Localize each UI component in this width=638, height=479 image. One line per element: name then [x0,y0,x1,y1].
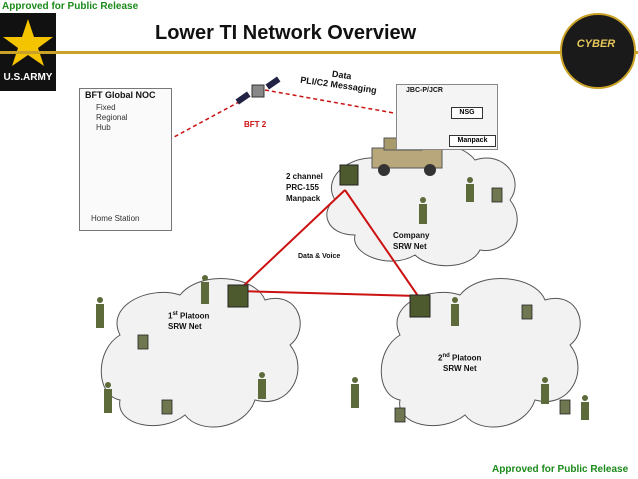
soldier-icon [541,377,549,404]
soldier-icon [466,177,474,202]
soldier-icon [581,395,589,420]
army-logo-text: U.S.ARMY [3,72,53,83]
handheld-radio-icon [137,334,149,350]
platoon1-cloud [100,278,301,428]
platoon2-net-label-line2: SRW Net [443,364,477,373]
platoon1-suffix: st [172,311,178,317]
handheld-radio-icon [394,407,406,423]
company-net-line2: SRW Net [393,242,427,251]
satellite-icon [235,76,281,105]
release-banner-bottom: Approved for Public Release [492,464,629,475]
slide-title: Lower TI Network Overview [155,22,417,44]
soldier-icon [201,275,209,304]
fixed-hub-line3: Hub [96,123,111,132]
title-divider [0,51,638,54]
soldier-icon [351,377,359,408]
platoon1-net-label-line2: SRW Net [168,322,202,331]
seal-text: CYBER [576,38,616,50]
company-manpack-radio-icon [339,164,359,186]
soldier-icon [96,297,104,328]
handheld-radio-icon [559,399,571,415]
platoon1-manpack-radio-icon [227,284,249,308]
handheld-radio-icon [521,304,533,320]
radio-label-line3: Manpack [286,194,321,203]
nsg-label: NSG [451,107,483,119]
data-voice-links [237,189,419,297]
soldier-icon [104,382,112,413]
platoon1-net-label-line1: 1st Platoon [168,311,209,321]
soldier-icon [451,297,459,326]
army-star-icon [3,19,53,66]
release-banner-top: Approved for Public Release [2,1,139,12]
data-voice-label: Data & Voice [298,253,341,260]
fixed-hub-line1: Fixed [96,103,116,112]
platoon2-net-label-line1: 2nd Platoon [438,353,481,363]
manpack-label: Manpack [449,135,496,147]
platoon2-word: Platoon [449,353,482,363]
bft2-label: BFT 2 [244,120,267,129]
noc-title: BFT Global NOC [85,90,156,100]
platoon2-suffix: nd [442,353,450,359]
handheld-radios [137,187,571,423]
soldier-icon [258,372,266,399]
company-net-line1: Company [393,231,430,240]
handheld-radio-icon [491,187,503,203]
platoon1-word: Platoon [177,311,210,321]
home-station-label: Home Station [91,214,140,223]
satellite-links [149,89,406,151]
bft-global-noc-panel [79,88,172,231]
soldier-icon [419,197,427,224]
platoon2-number: 2 [438,353,443,363]
cyber-seal-icon [560,13,636,89]
radio-label-line2: PRC-155 [286,183,319,192]
fixed-hub-line2: Regional [96,113,128,122]
platoon2-manpack-radio-icon [409,294,431,318]
jbc-title: JBC-P/JCR [406,87,443,94]
handheld-radio-icon [161,399,173,415]
platoon1-number: 1 [168,311,173,321]
manpack-radios [227,164,431,318]
soldier-icons [96,177,589,420]
radio-label-line1: 2 channel [286,172,323,181]
